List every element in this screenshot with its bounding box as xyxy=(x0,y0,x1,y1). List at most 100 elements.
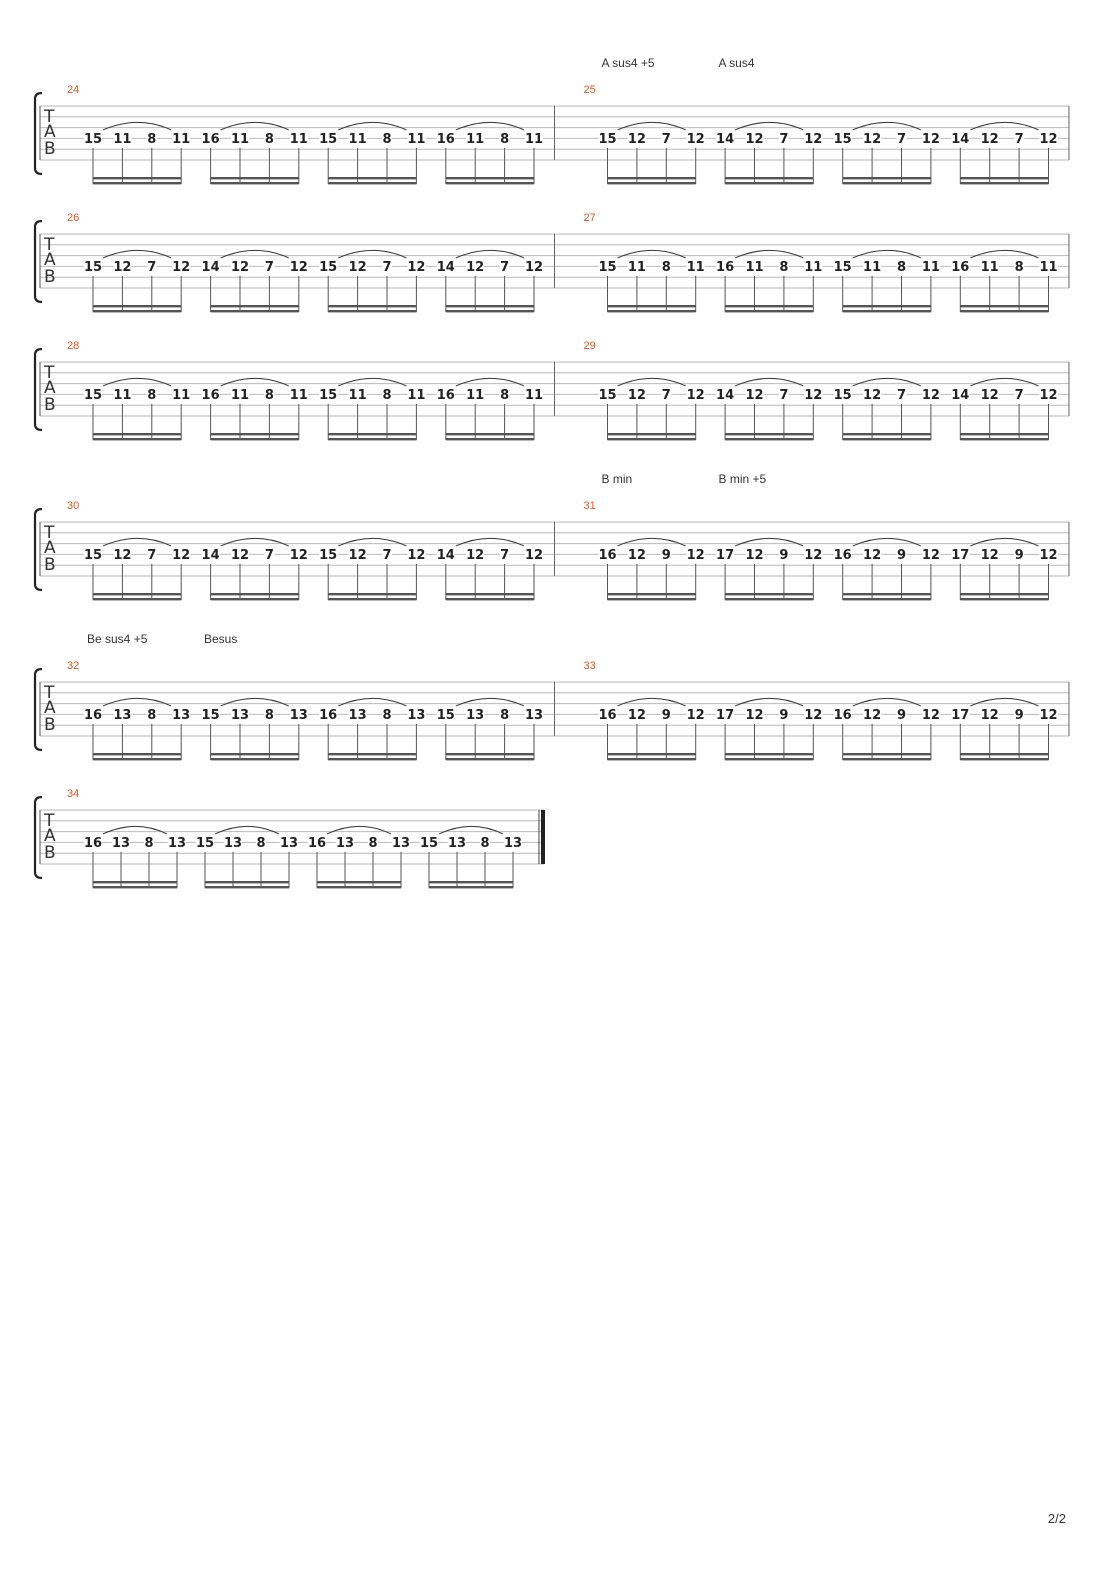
fret-bg xyxy=(921,387,941,401)
fret-bg xyxy=(146,387,157,401)
tab-clef-letter: B xyxy=(44,715,56,735)
fret-number: 12 xyxy=(745,132,763,147)
fret-number: 14 xyxy=(437,548,455,563)
slur xyxy=(102,825,168,835)
beam xyxy=(445,753,534,756)
beam xyxy=(607,593,696,596)
slur xyxy=(852,249,922,259)
beam xyxy=(725,753,814,756)
fret-number: 11 xyxy=(1039,260,1057,275)
beam xyxy=(725,598,814,601)
fret-bg xyxy=(319,707,338,721)
fret-number: 16 xyxy=(202,132,220,147)
fret-bg xyxy=(499,547,510,561)
beam xyxy=(445,593,534,596)
fret-number: 9 xyxy=(897,708,906,723)
fret-number: 17 xyxy=(951,708,969,723)
fret-number: 8 xyxy=(147,708,156,723)
slur xyxy=(102,377,172,387)
measure-number: 24 xyxy=(67,84,79,96)
fret-bg xyxy=(598,547,617,561)
beam xyxy=(842,182,931,185)
beam xyxy=(317,886,401,889)
slur xyxy=(455,537,525,547)
fret-bg xyxy=(627,259,647,273)
fret-number: 12 xyxy=(628,132,646,147)
fret-number: 11 xyxy=(525,388,543,403)
fret-bg xyxy=(524,707,544,721)
fret-bg xyxy=(146,547,157,561)
beam xyxy=(328,593,417,596)
fret-bg xyxy=(230,259,250,273)
fret-number: 11 xyxy=(804,260,822,275)
fret-bg xyxy=(466,387,485,401)
beam xyxy=(842,753,931,756)
beam xyxy=(429,886,513,889)
fret-number: 14 xyxy=(437,260,455,275)
fret-number: 15 xyxy=(319,548,337,563)
fret-bg xyxy=(980,131,999,145)
chord-name: A sus4 xyxy=(719,56,755,70)
fret-bg xyxy=(146,707,157,721)
fret-number: 12 xyxy=(687,548,705,563)
fret-bg xyxy=(745,707,764,721)
fret-number: 12 xyxy=(231,548,249,563)
fret-number: 15 xyxy=(84,260,102,275)
fret-bg xyxy=(466,547,485,561)
tab-clef-letter: B xyxy=(44,139,56,159)
fret-number: 16 xyxy=(834,548,852,563)
beam xyxy=(205,886,289,889)
fret-number: 15 xyxy=(834,260,852,275)
slur xyxy=(734,377,804,387)
fret-bg xyxy=(381,259,393,273)
fret-bg xyxy=(436,259,455,273)
fret-bg xyxy=(598,259,617,273)
fret-bg xyxy=(715,707,735,721)
fret-bg xyxy=(146,259,157,273)
fret-bg xyxy=(778,259,789,273)
fret-bg xyxy=(524,259,544,273)
fret-bg xyxy=(715,547,735,561)
fret-bg xyxy=(230,707,250,721)
beam xyxy=(607,182,696,185)
beam xyxy=(93,881,177,884)
fret-number: 17 xyxy=(951,548,969,563)
fret-number: 9 xyxy=(779,708,788,723)
fret-bg xyxy=(524,131,544,145)
beam xyxy=(93,753,182,756)
beam xyxy=(328,433,417,436)
fret-bg xyxy=(778,547,789,561)
fret-number: 12 xyxy=(113,260,131,275)
fret-number: 12 xyxy=(290,548,308,563)
beam xyxy=(93,598,182,601)
fret-bg xyxy=(319,547,338,561)
fret-number: 16 xyxy=(437,132,455,147)
fret-number: 11 xyxy=(172,132,190,147)
fret-number: 12 xyxy=(628,708,646,723)
slur xyxy=(617,249,686,259)
fret-number: 13 xyxy=(224,836,242,851)
fret-bg xyxy=(745,131,764,145)
beam xyxy=(328,177,417,180)
slur xyxy=(102,249,172,259)
tab-clef-letter: B xyxy=(44,843,56,863)
fret-bg xyxy=(745,387,764,401)
fret-bg xyxy=(598,707,617,721)
fret-number: 11 xyxy=(466,388,484,403)
beam xyxy=(725,438,814,441)
measure-number: 29 xyxy=(584,340,596,352)
slur xyxy=(326,825,392,835)
beam xyxy=(210,177,299,180)
fret-number: 11 xyxy=(172,388,190,403)
fret-number: 16 xyxy=(84,836,102,851)
fret-number: 8 xyxy=(368,836,377,851)
fret-number: 12 xyxy=(804,548,822,563)
slur xyxy=(102,697,172,707)
fret-bg xyxy=(466,707,485,721)
fret-number: 12 xyxy=(981,388,999,403)
fret-bg xyxy=(264,387,275,401)
fret-number: 11 xyxy=(407,132,425,147)
fret-bg xyxy=(804,707,823,721)
